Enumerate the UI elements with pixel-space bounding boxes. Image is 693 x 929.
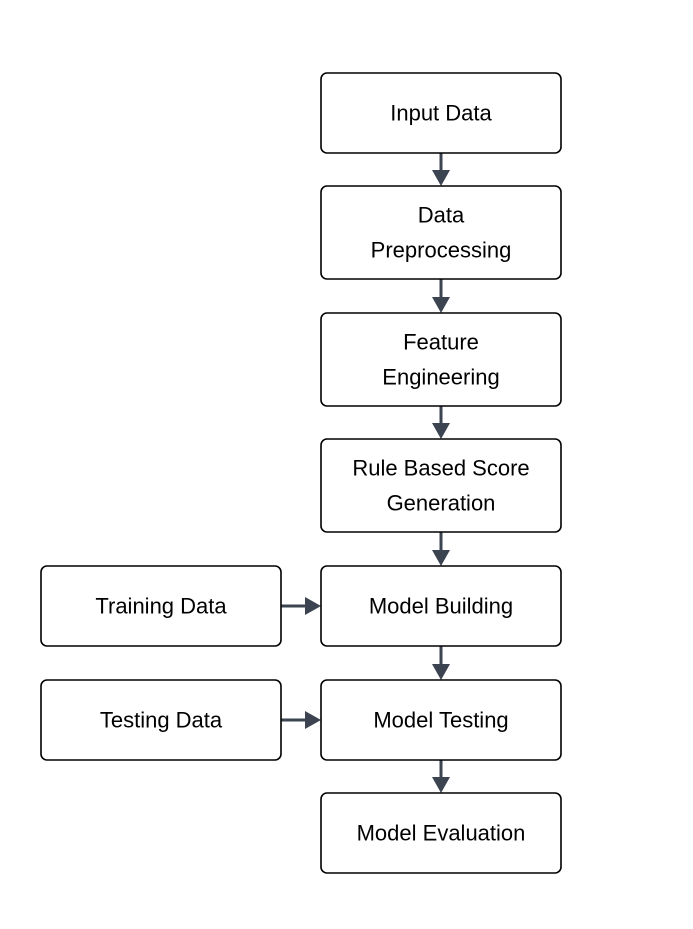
arrow-test-data-to-test [281,711,321,729]
node-label: Model Evaluation [357,821,526,846]
node-eval: Model Evaluation [320,792,562,874]
node-box [320,185,562,280]
node-label: Data [418,203,465,228]
arrow-head [432,423,450,439]
node-box [320,438,562,533]
arrow-feat-to-rule [432,406,450,439]
node-box [40,679,282,761]
node-label: Training Data [95,594,227,619]
node-input: Input Data [320,72,562,154]
node-label: Feature [403,330,479,355]
node-label: Testing Data [100,708,223,733]
node-label: Rule Based Score [352,456,529,481]
arrow-head [432,550,450,566]
arrow-head [432,777,450,793]
arrow-head [432,170,450,186]
nodes-layer: Input DataDataPreprocessingFeatureEngine… [40,72,562,874]
arrow-rule-to-build [432,532,450,566]
node-label: Generation [387,491,496,516]
node-box [320,312,562,407]
arrow-head [432,297,450,313]
node-box [320,72,562,154]
node-label: Preprocessing [371,238,512,263]
node-test-data: Testing Data [40,679,282,761]
edges-layer [281,153,450,793]
arrow-head [305,597,321,615]
node-box [320,679,562,761]
arrow-test-to-eval [432,760,450,793]
arrow-prep-to-feat [432,279,450,313]
node-label: Model Building [369,594,513,619]
arrow-input-to-prep [432,153,450,186]
arrow-head [432,664,450,680]
node-build: Model Building [320,565,562,647]
node-label: Input Data [390,101,492,126]
node-box [40,565,282,647]
node-box [320,792,562,874]
node-label: Engineering [382,365,499,390]
arrow-train-data-to-build [281,597,321,615]
node-train-data: Training Data [40,565,282,647]
node-test: Model Testing [320,679,562,761]
node-label: Model Testing [373,708,508,733]
arrow-build-to-test [432,646,450,680]
arrow-head [305,711,321,729]
node-box [320,565,562,647]
